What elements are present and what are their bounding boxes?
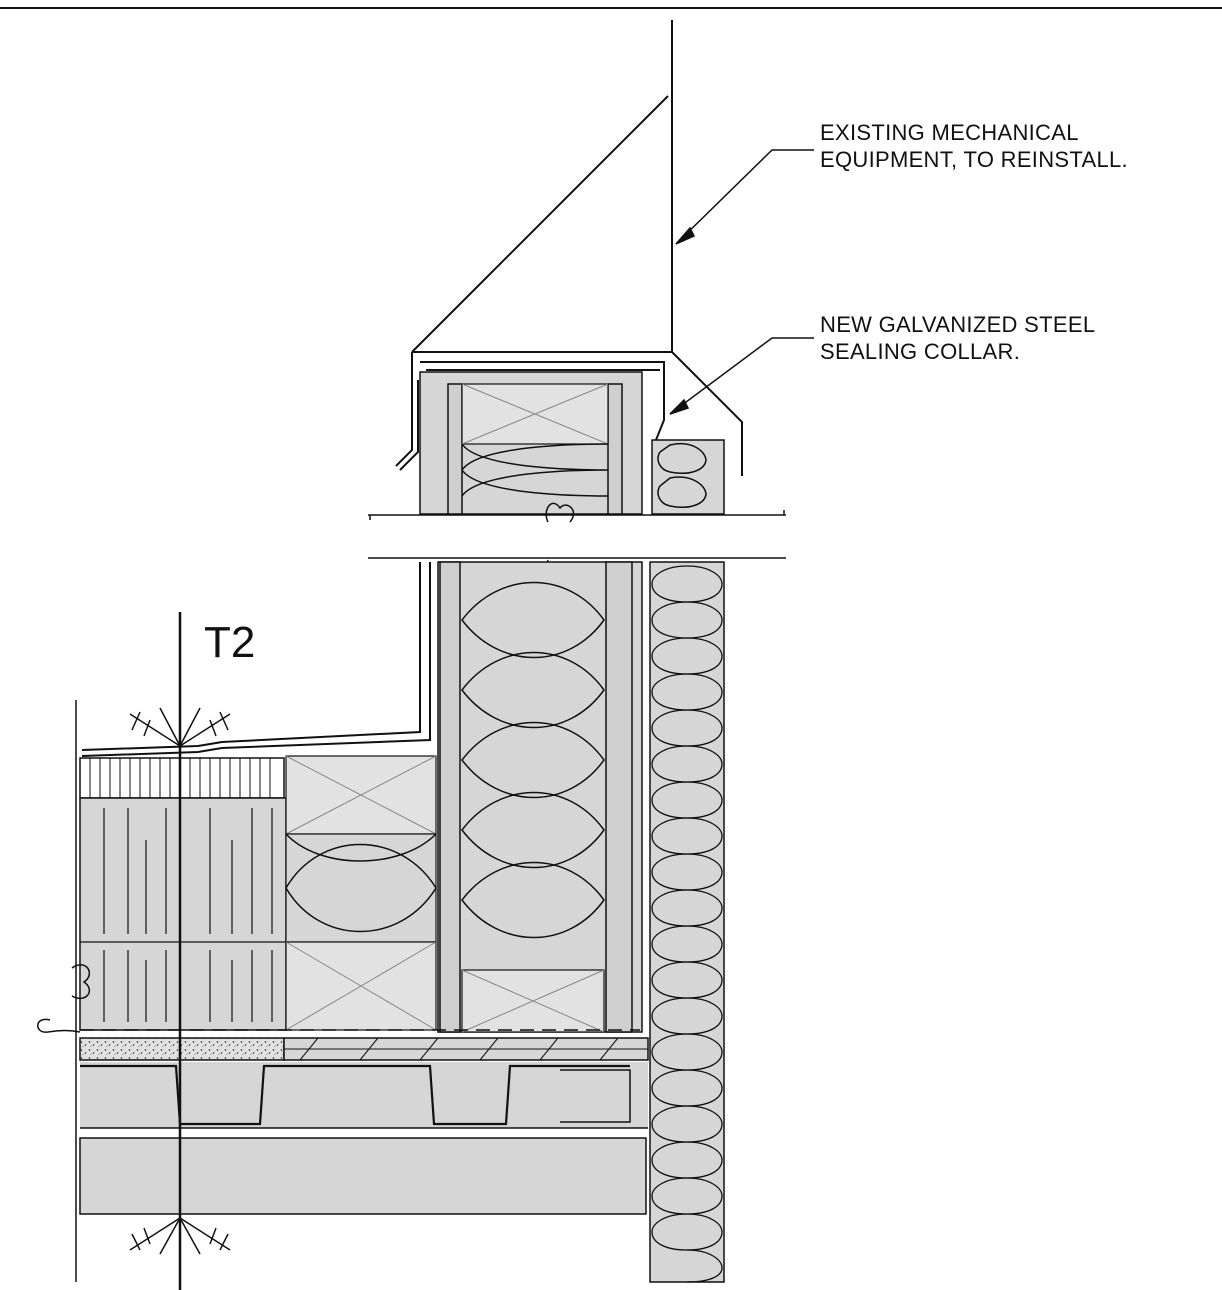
mechanical-equipment <box>411 20 673 353</box>
section-arrow-bottom <box>129 1217 231 1255</box>
sealing-collar <box>395 351 743 476</box>
steel-deck <box>80 1062 648 1129</box>
break-line <box>360 502 800 578</box>
exterior-insulation <box>649 561 725 1283</box>
section-arrow-top <box>129 707 231 747</box>
callout-existing-equipment: EXISTING MECHANICAL EQUIPMENT, TO REINST… <box>820 119 1128 173</box>
roof-insulation <box>79 755 437 1031</box>
callout-sealing-collar-line1: NEW GALVANIZED STEEL <box>820 312 1096 337</box>
curb-upper <box>419 371 725 515</box>
deck-layer <box>79 1037 649 1061</box>
structural-beam <box>79 1137 647 1215</box>
callout-existing-equipment-line1: EXISTING MECHANICAL <box>820 120 1079 145</box>
leader-line-equipment <box>675 149 814 245</box>
callout-sealing-collar-line2: SEALING COLLAR. <box>820 339 1021 364</box>
screw-symbol <box>37 964 90 1033</box>
callout-existing-equipment-line2: EQUIPMENT, TO REINSTALL. <box>820 147 1128 172</box>
curb-lower <box>437 561 643 1033</box>
roof-membrane <box>81 562 431 757</box>
leader-line-collar <box>669 337 814 415</box>
callout-sealing-collar: NEW GALVANIZED STEEL SEALING COLLAR. <box>820 311 1095 365</box>
section-tag-label: T2 <box>204 618 256 667</box>
